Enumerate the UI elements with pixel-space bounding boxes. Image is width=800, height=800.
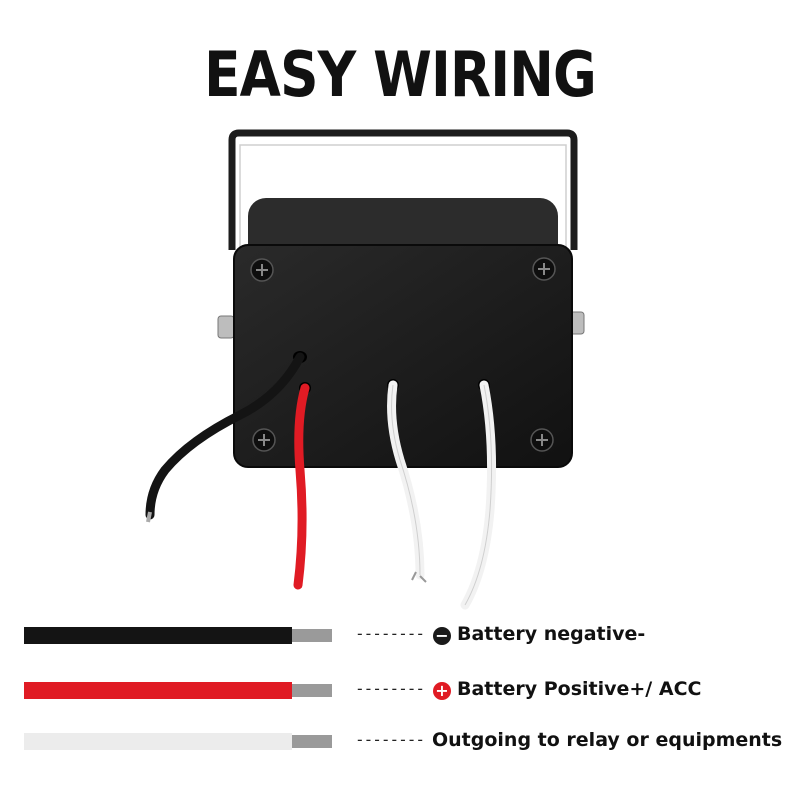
legend-label-negative: Battery negative- — [457, 623, 646, 645]
legend-row-positive: -------- + Battery Positive+/ ACC — [0, 676, 800, 706]
black-wire-sample — [24, 627, 332, 644]
housing-face — [233, 244, 573, 468]
dash-leader: -------- — [355, 679, 425, 698]
product-image — [145, 129, 585, 610]
black-wire — [145, 352, 305, 520]
minus-icon: − — [433, 627, 451, 645]
legend-label-positive: Battery Positive+/ ACC — [457, 678, 702, 700]
dash-leader: -------- — [355, 624, 425, 643]
legend-row-negative: -------- − Battery negative- — [0, 621, 800, 651]
red-wire-sample — [24, 682, 332, 699]
page-title: EASY WIRING — [204, 38, 597, 111]
mounting-bracket — [228, 129, 578, 250]
legend-label-outgoing: Outgoing to relay or equipments — [432, 729, 783, 751]
plus-icon: + — [433, 682, 451, 700]
side-bolt-left — [217, 315, 235, 339]
white-wire-sample — [24, 733, 332, 750]
dash-leader: -------- — [355, 730, 425, 749]
red-wire — [293, 383, 310, 590]
screw-icon — [250, 257, 556, 452]
legend-row-outgoing: -------- Outgoing to relay or equipments — [0, 727, 800, 757]
